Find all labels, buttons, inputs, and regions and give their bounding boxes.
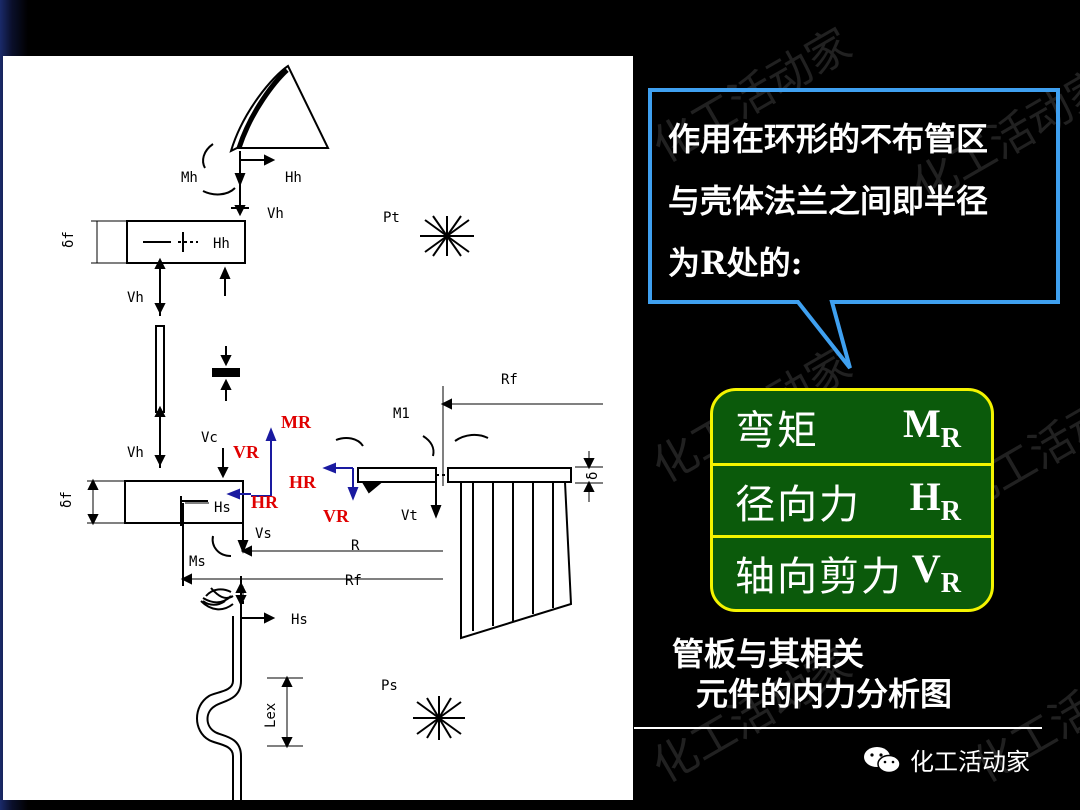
force-name: 轴向剪力	[735, 553, 903, 600]
brand-mark: 化工活动家	[862, 742, 1030, 777]
label-Hh-top: Hh	[285, 170, 302, 186]
force-row-moment: 弯矩 MR	[713, 391, 991, 463]
force-row-shear: 轴向剪力 VR	[713, 535, 991, 607]
label-Vs: Vs	[255, 526, 272, 542]
brand-name: 化工活动家	[910, 748, 1030, 776]
wechat-icon	[864, 746, 901, 773]
divider	[634, 727, 1042, 729]
force-symbol: HR	[909, 474, 961, 527]
label-delta: δ	[585, 472, 601, 480]
label-Hs-box: Hs	[214, 500, 231, 516]
callout-line-1: 作用在环形的不布管区	[668, 120, 989, 158]
label-delta-f-top: δf	[61, 231, 77, 248]
label-Vt: Vt	[401, 508, 418, 524]
label-Vh-mid: Vh	[127, 290, 144, 306]
label-delta-f-low: δf	[59, 491, 75, 508]
label-Vh-top: Vh	[267, 206, 284, 222]
label-Hs-low: Hs	[291, 612, 308, 628]
caption-line-1: 管板与其相关	[672, 635, 865, 673]
label-M1: M1	[393, 406, 410, 422]
label-Vc: Vc	[201, 430, 218, 446]
label-Mh: Mh	[181, 170, 198, 186]
label-Pt: Pt	[383, 210, 400, 226]
label-Hh-box: Hh	[213, 236, 230, 252]
label-VR-b: VR	[323, 506, 350, 526]
label-HR-a: HR	[289, 472, 317, 492]
label-Lex: Lex	[263, 703, 279, 728]
label-Vh-low: Vh	[127, 445, 144, 461]
label-HR-b: HR	[251, 492, 279, 512]
callout-line-3: 为R处的:	[668, 244, 803, 282]
callout-bubble	[648, 88, 1060, 370]
caption-line-2: 元件的内力分析图	[696, 675, 953, 713]
figure-caption: 管板与其相关 元件的内力分析图	[672, 634, 952, 714]
label-Rf-low: Rf	[345, 573, 362, 589]
label-VR-a: VR	[233, 442, 260, 462]
label-Rf-top: Rf	[501, 372, 518, 388]
force-legend: 弯矩 MR 径向力 HR 轴向剪力 VR	[710, 388, 994, 612]
label-MR: MR	[281, 412, 312, 432]
label-R: R	[351, 538, 360, 554]
force-diagram: Mh Hh Vh Pt Hh Vh Vh Vc Hs Vs Ms R Rf Rf…	[3, 56, 633, 800]
callout-text: 作用在环形的不布管区 与壳体法兰之间即半径 为R处的:	[668, 108, 1048, 294]
force-symbol: MR	[903, 400, 961, 454]
force-row-radial: 径向力 HR	[713, 463, 991, 535]
diagram-drawing: Mh Hh Vh Pt Hh Vh Vh Vc Hs Vs Ms R Rf Rf…	[59, 64, 603, 800]
force-name: 弯矩	[735, 408, 819, 454]
force-symbol: VR	[911, 546, 961, 599]
label-Ps: Ps	[381, 678, 398, 694]
callout-line-2: 与壳体法兰之间即半径	[668, 182, 989, 220]
label-Ms: Ms	[189, 554, 206, 570]
force-name: 径向力	[735, 481, 861, 528]
